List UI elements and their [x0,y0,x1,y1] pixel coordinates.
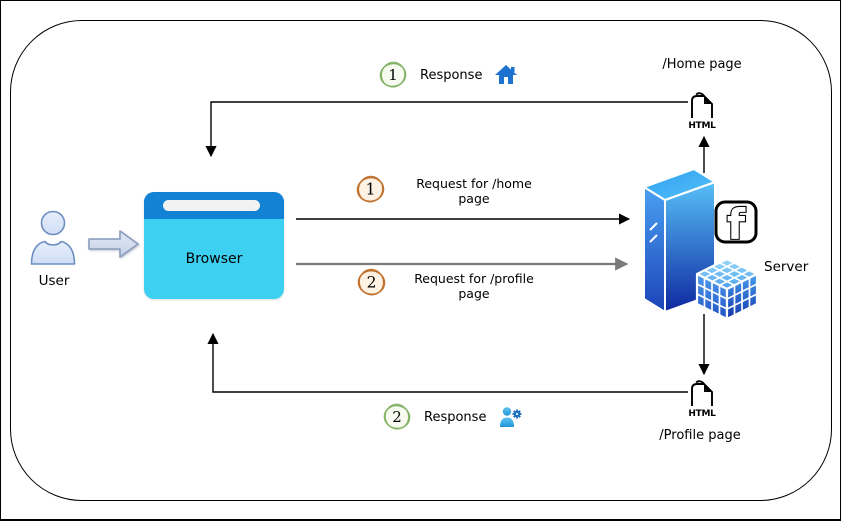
home-page-label: /Home page [662,57,742,72]
browser-node: Browser [144,192,284,299]
response-profile-label: Response [424,409,487,425]
browser-label: Browser [185,251,243,267]
step-1-response-badge: 1 [379,61,407,88]
house-icon [495,65,518,84]
profile-page-label: /Profile page [659,428,741,443]
browser-titlebar [144,192,284,219]
response-profile-row: 2 Response [382,402,524,432]
request-profile-label: Request for /profile page [414,271,534,301]
response-home-row: 1 Response [378,60,518,90]
profile-html-file-icon: HTML [688,380,716,419]
browser-address-bar [163,200,260,211]
profile-html-badge: HTML [688,409,716,419]
diagram-rounded-border [10,20,832,501]
home-html-badge: HTML [688,121,716,131]
home-html-file-icon: HTML [688,92,716,131]
server-label: Server [764,259,809,275]
step-number: 2 [392,408,402,426]
step-number: 1 [366,181,376,199]
user-gear-icon [500,407,522,427]
user-label: User [38,273,70,289]
cube-icon [695,257,759,321]
response-home-label: Response [420,67,483,83]
step-number: 1 [388,66,398,84]
facebook-icon: f [714,200,758,246]
step-2-response-badge: 2 [383,403,411,430]
request-home-label: Request for /home page [416,176,532,206]
block-arrow-icon [88,230,139,258]
step-1-request-badge: 1 [356,175,385,203]
svg-text:f: f [727,200,746,246]
step-2-request-badge: 2 [357,268,386,296]
person-icon [30,210,76,265]
step-number: 2 [367,274,377,292]
